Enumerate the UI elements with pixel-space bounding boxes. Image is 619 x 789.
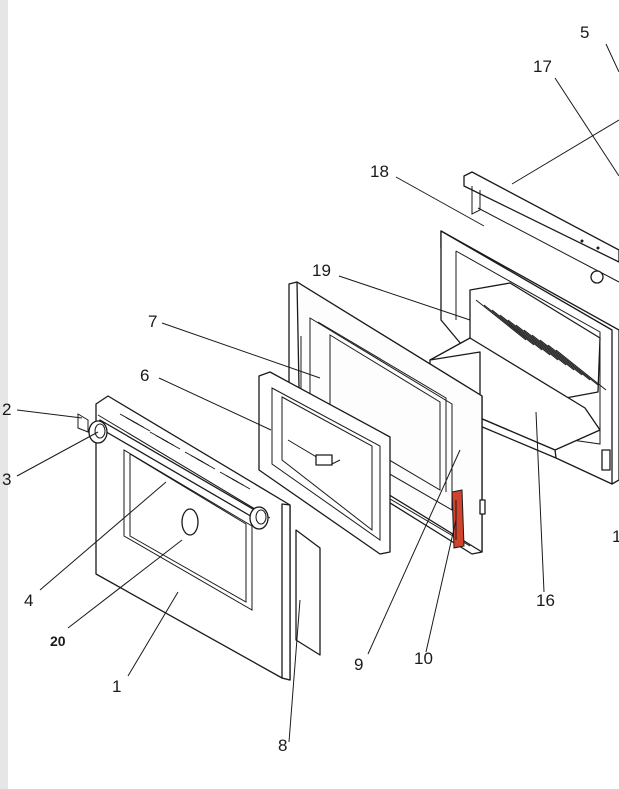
rack-bar [547,344,599,386]
callout-labels: 5 17 18 19 7 6 2 3 4 20 1 8 9 10 16 1 [2,23,619,755]
rack-bar [515,324,567,366]
callout-6: 6 [140,366,149,385]
door-glass-pane [295,529,321,656]
rack-bar [555,349,607,391]
hinge-bracket-highlighted [451,489,465,549]
callout-9: 10 [414,649,433,668]
callout-16: 5 [580,23,589,42]
rack-bar [483,304,535,346]
callout-2: 2 [2,400,11,419]
outer-door [77,395,291,681]
rack-bar [499,314,551,356]
callout-1-partial: 1 [612,527,619,546]
rack-bar [507,319,559,361]
callout-20: 20 [50,633,66,649]
callout-8: 9 [354,655,363,674]
door-vent-slot [131,420,151,432]
callout-18: 18 [370,162,389,181]
inner-door-panel [288,281,486,555]
rack-bar [523,329,575,371]
callout-leader-lines [16,43,619,743]
rack-bar [475,299,527,341]
rack-bar [491,309,543,351]
callout-1: 1 [112,677,121,696]
oven-shelf-rack [469,282,607,401]
rack-bar [531,334,583,376]
door-vent-slot [161,438,181,450]
left-border-strip [0,0,8,789]
callout-10: 16 [536,591,555,610]
callout-19: 19 [312,261,331,280]
glass-retainer-frame [258,371,391,555]
callout-4: 4 [24,591,33,610]
rack-bar [539,339,591,381]
callout-17: 17 [533,57,552,76]
callout-7: 7 [148,312,157,331]
callout-3: 3 [2,470,11,489]
door-vent-slot [231,478,251,490]
door-vent-slot [196,458,216,470]
callout-5: 8 [278,736,287,755]
